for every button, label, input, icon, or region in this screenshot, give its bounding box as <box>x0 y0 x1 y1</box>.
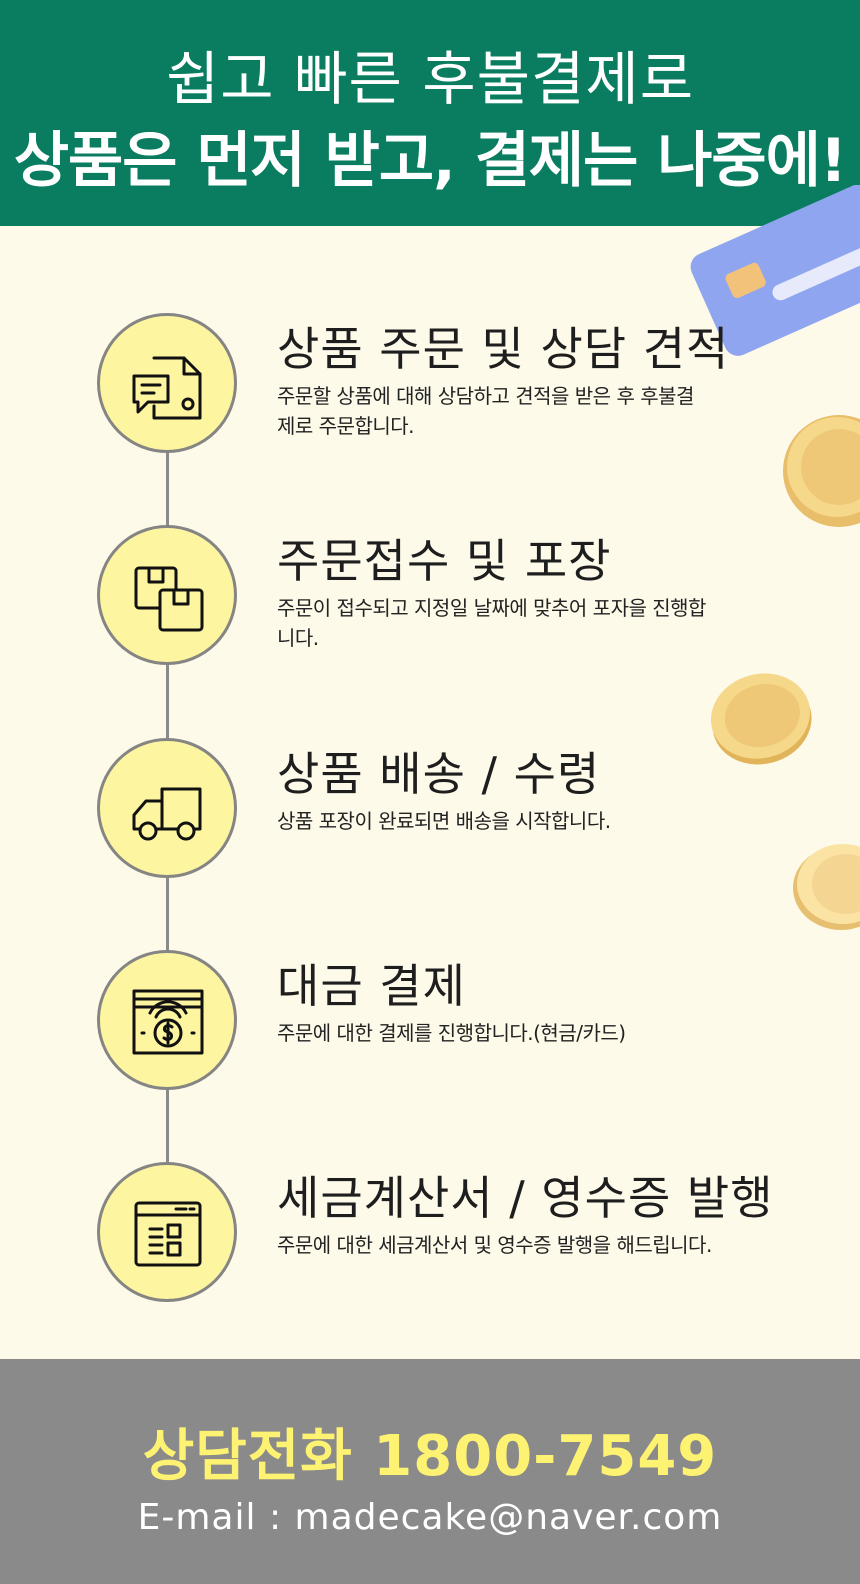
footer-contact: 상담전화 1800-7549 E-mail : madecake@naver.c… <box>0 1359 860 1584</box>
step-description: 주문에 대한 결제를 진행합니다.(현금/카드) <box>277 1021 626 1045</box>
step-title: 세금계산서 / 영수증 발행 <box>277 1171 774 1225</box>
header-subtitle: 쉽고 빠른 후불결제로 <box>165 45 695 113</box>
coin-icon <box>793 844 860 930</box>
step-icon-circle <box>97 313 237 453</box>
contact-phone[interactable]: 상담전화 1800-7549 <box>142 1424 718 1489</box>
step-title: 주문접수 및 포장 <box>277 534 612 588</box>
step-title: 상품 배송 / 수령 <box>277 747 601 801</box>
credit-card-icon <box>690 185 860 356</box>
cash-icon <box>132 989 204 1055</box>
header-banner: 쉽고 빠른 후불결제로 상품은 먼저 받고, 결제는 나중에! <box>0 0 860 226</box>
step-icon-circle <box>97 525 237 665</box>
step-description: 주문이 접수되고 지정일 날짜에 맞추어 포자을 진행합니다. <box>277 596 706 650</box>
boxes-icon <box>134 566 204 632</box>
step-delivery: 상품 배송 / 수령 상품 포장이 완료되면 배송을 시작합니다. <box>0 738 860 878</box>
step-receive-pack: 주문접수 및 포장 주문이 접수되고 지정일 날짜에 맞추어 포자을 진행합니다… <box>0 525 860 665</box>
step-payment: 대금 결제 주문에 대한 결제를 진행합니다.(현금/카드) <box>0 950 860 1090</box>
step-title: 상품 주문 및 상담 견적 <box>277 322 730 376</box>
coin-icon <box>710 673 812 765</box>
step-icon-circle <box>97 1162 237 1302</box>
step-order-consult: 상품 주문 및 상담 견적 주문할 상품에 대해 상담하고 견적을 받은 후 후… <box>0 313 860 453</box>
step-title: 대금 결제 <box>277 959 466 1013</box>
coin-icon <box>783 415 860 527</box>
header-title: 상품은 먼저 받고, 결제는 나중에! <box>13 126 847 196</box>
step-description: 주문에 대한 세금계산서 및 영수증 발행을 해드립니다. <box>277 1233 712 1257</box>
step-invoice: 세금계산서 / 영수증 발행 주문에 대한 세금계산서 및 영수증 발행을 해드… <box>0 1162 860 1302</box>
invoice-window-icon <box>134 1201 202 1267</box>
step-icon-circle <box>97 738 237 878</box>
chat-document-icon <box>132 356 202 420</box>
truck-icon <box>132 787 202 841</box>
step-icon-circle <box>97 950 237 1090</box>
step-description: 주문할 상품에 대해 상담하고 견적을 받은 후 후불결제로 주문합니다. <box>277 384 694 438</box>
contact-email[interactable]: E-mail : madecake@naver.com <box>137 1497 723 1538</box>
step-description: 상품 포장이 완료되면 배송을 시작합니다. <box>277 809 611 833</box>
